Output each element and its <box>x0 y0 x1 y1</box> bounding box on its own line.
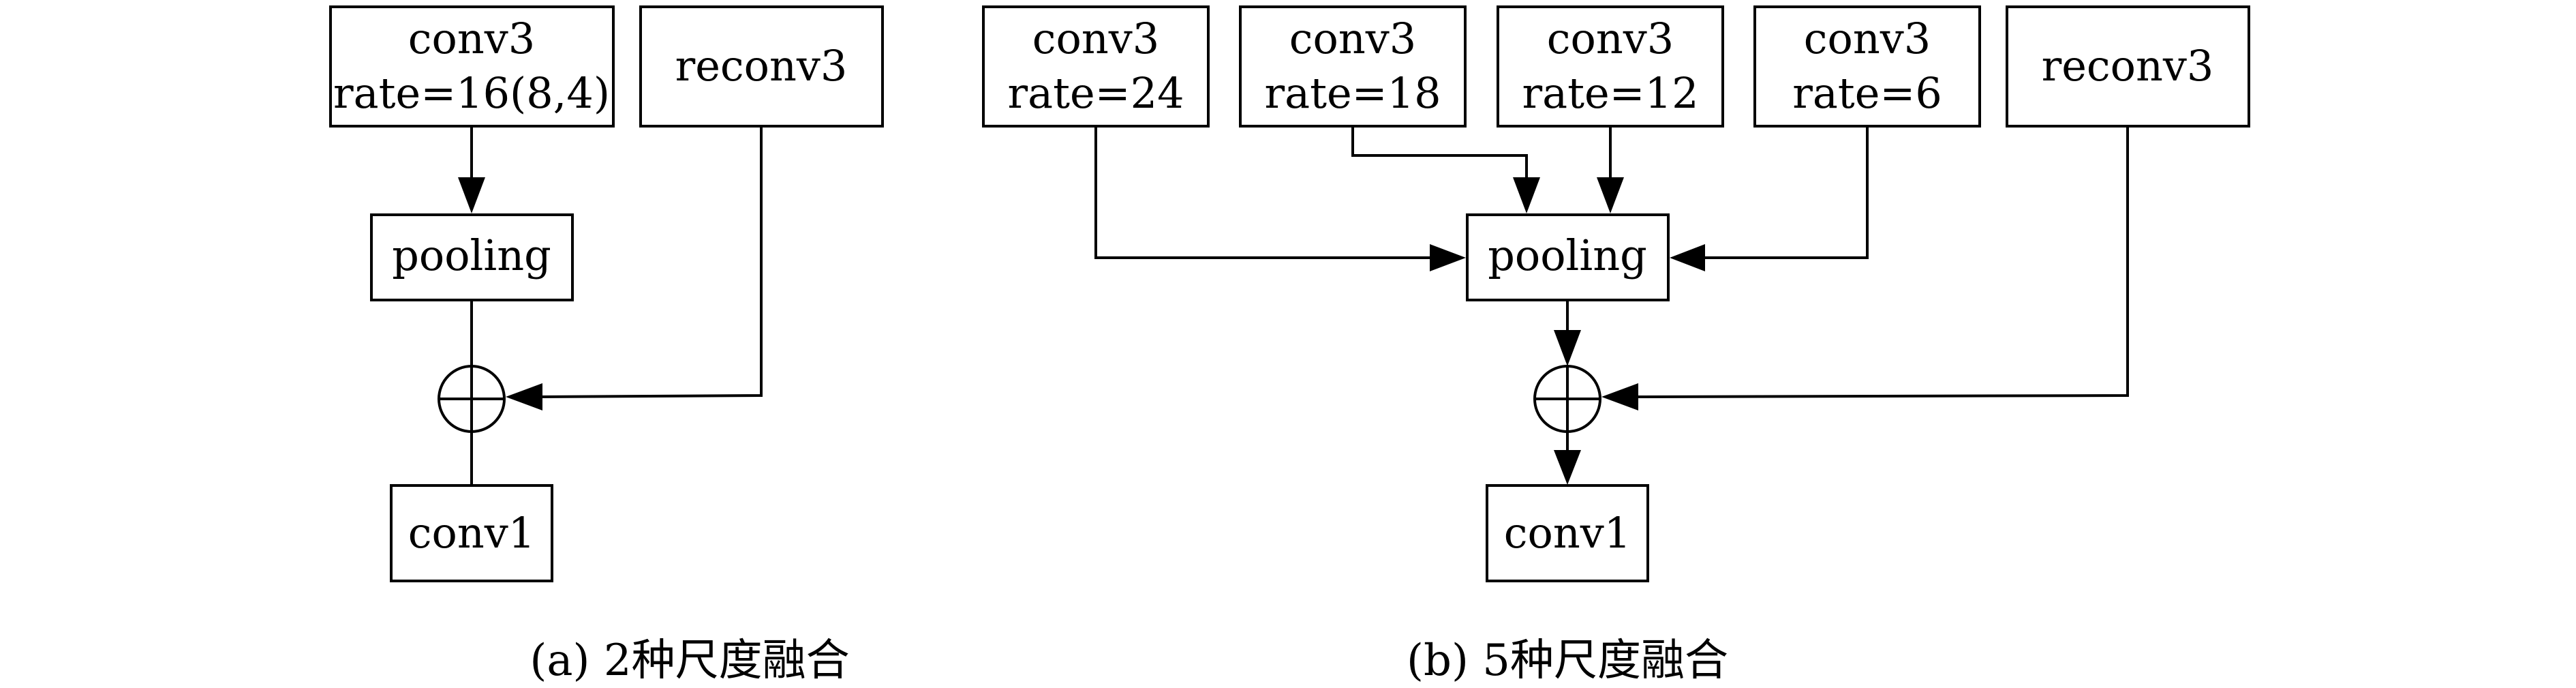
panel-b-conv1-label: conv1 <box>1504 508 1631 558</box>
panel-a-conv1-box: conv1 <box>390 484 553 582</box>
panel-b-pooling-label: pooling <box>1488 230 1647 280</box>
panel-a-conv1-label: conv1 <box>408 508 535 558</box>
panel-a-conv3-rate-label: rate=16(8,4) <box>333 68 610 118</box>
panel-b-conv3-rate6-rate-label: rate=6 <box>1792 68 1942 118</box>
panel-b-conv3-rate18-label: conv3 <box>1289 14 1416 63</box>
panel-a-conv3-box: conv3 rate=16(8,4) <box>329 5 615 128</box>
panel-b-conv3-rate12-rate-label: rate=12 <box>1522 68 1698 118</box>
panel-a-pooling-box: pooling <box>370 213 574 301</box>
panel-a-pooling-label: pooling <box>392 230 551 280</box>
panel-b-conv3-rate18-box: conv3 rate=18 <box>1239 5 1467 128</box>
panel-a-connectors <box>458 126 763 485</box>
panel-b-conv1-box: conv1 <box>1486 484 1649 582</box>
panel-b-conv3-rate24-rate-label: rate=24 <box>1007 68 1184 118</box>
panel-b-conv3-rate6-box: conv3 rate=6 <box>1753 5 1981 128</box>
panel-a-caption: (a) 2种尺度融合 <box>530 635 849 686</box>
panel-b: conv3 rate=24 conv3 rate=18 conv3 rate=1… <box>982 5 2250 686</box>
panel-b-reconv3-box: reconv3 <box>2006 5 2250 128</box>
panel-b-conv3-rate6-label: conv3 <box>1804 14 1931 63</box>
panel-b-conv3-rate18-rate-label: rate=18 <box>1264 68 1441 118</box>
panel-b-connectors <box>1094 126 2129 485</box>
panel-a: conv3 rate=16(8,4) reconv3 pooling conv1 <box>329 5 884 686</box>
panel-a-sum-node <box>438 365 506 433</box>
panel-b-reconv3-label: reconv3 <box>2042 41 2214 91</box>
panel-b-pooling-box: pooling <box>1466 213 1670 301</box>
panel-b-conv3-rate12-label: conv3 <box>1547 14 1674 63</box>
panel-b-sum-node <box>1533 365 1601 433</box>
panel-a-reconv3-box: reconv3 <box>639 5 884 128</box>
panel-a-reconv3-label: reconv3 <box>675 41 848 91</box>
panel-b-conv3-rate12-box: conv3 rate=12 <box>1497 5 1724 128</box>
panel-b-conv3-rate24-box: conv3 rate=24 <box>982 5 1210 128</box>
panel-b-conv3-rate24-label: conv3 <box>1032 14 1159 63</box>
panel-b-caption: (b) 5种尺度融合 <box>1407 635 1728 686</box>
panel-a-conv3-label: conv3 <box>408 14 535 63</box>
